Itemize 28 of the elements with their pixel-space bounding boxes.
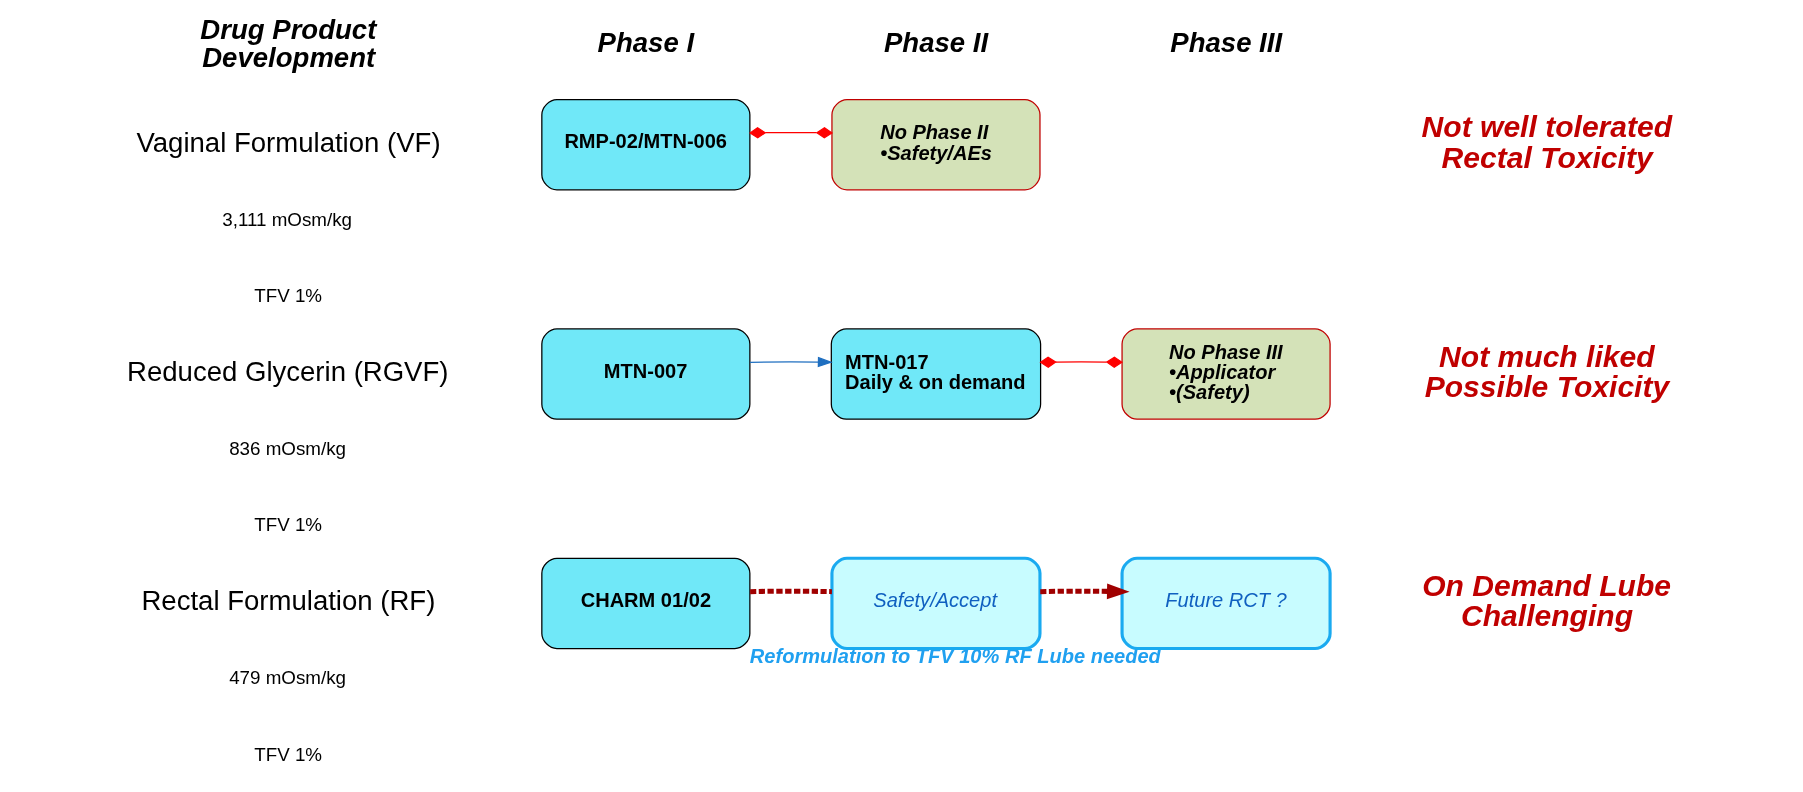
label: 836 mOsm/kg [229, 437, 347, 459]
label: Vaginal Formulation (VF) [136, 126, 441, 158]
connector [1039, 356, 1123, 368]
node-box: MTN-017 Daily & on demand [830, 328, 1042, 420]
label: Phase III [1170, 26, 1283, 58]
node-box: Future RCT ? [1120, 556, 1332, 651]
label: TFV 1% [254, 743, 323, 765]
label: 3,111 mOsm/kg [222, 208, 353, 230]
connector [749, 127, 834, 139]
label: TFV 1% [254, 514, 323, 536]
label: Reduced Glycerin (RGVF) [127, 356, 449, 388]
label: Not much liked Possible Toxicity [1424, 339, 1670, 403]
label: On Demand Lube Challenging [1422, 569, 1672, 633]
node-box: MTN-007 [541, 328, 751, 420]
node-box: CHARM 01/02 [541, 557, 751, 650]
label: TFV 1% [254, 285, 323, 307]
arrow [1040, 583, 1130, 600]
label: Not well tolerated Rectal Toxicity [1421, 110, 1673, 174]
label: 479 mOsm/kg [229, 667, 347, 689]
label: Rectal Formulation (RF) [141, 585, 436, 617]
node-box: No Phase III •Applicator •(Safety) [1121, 328, 1331, 420]
label: Drug Product Development [200, 13, 377, 73]
node-box: RMP-02/MTN-006 [541, 99, 751, 191]
label: Phase II [883, 26, 989, 58]
node-box: No Phase II •Safety/AEs [831, 99, 1041, 191]
connector [750, 588, 832, 595]
label: Phase I [597, 26, 695, 58]
arrow [749, 356, 833, 368]
